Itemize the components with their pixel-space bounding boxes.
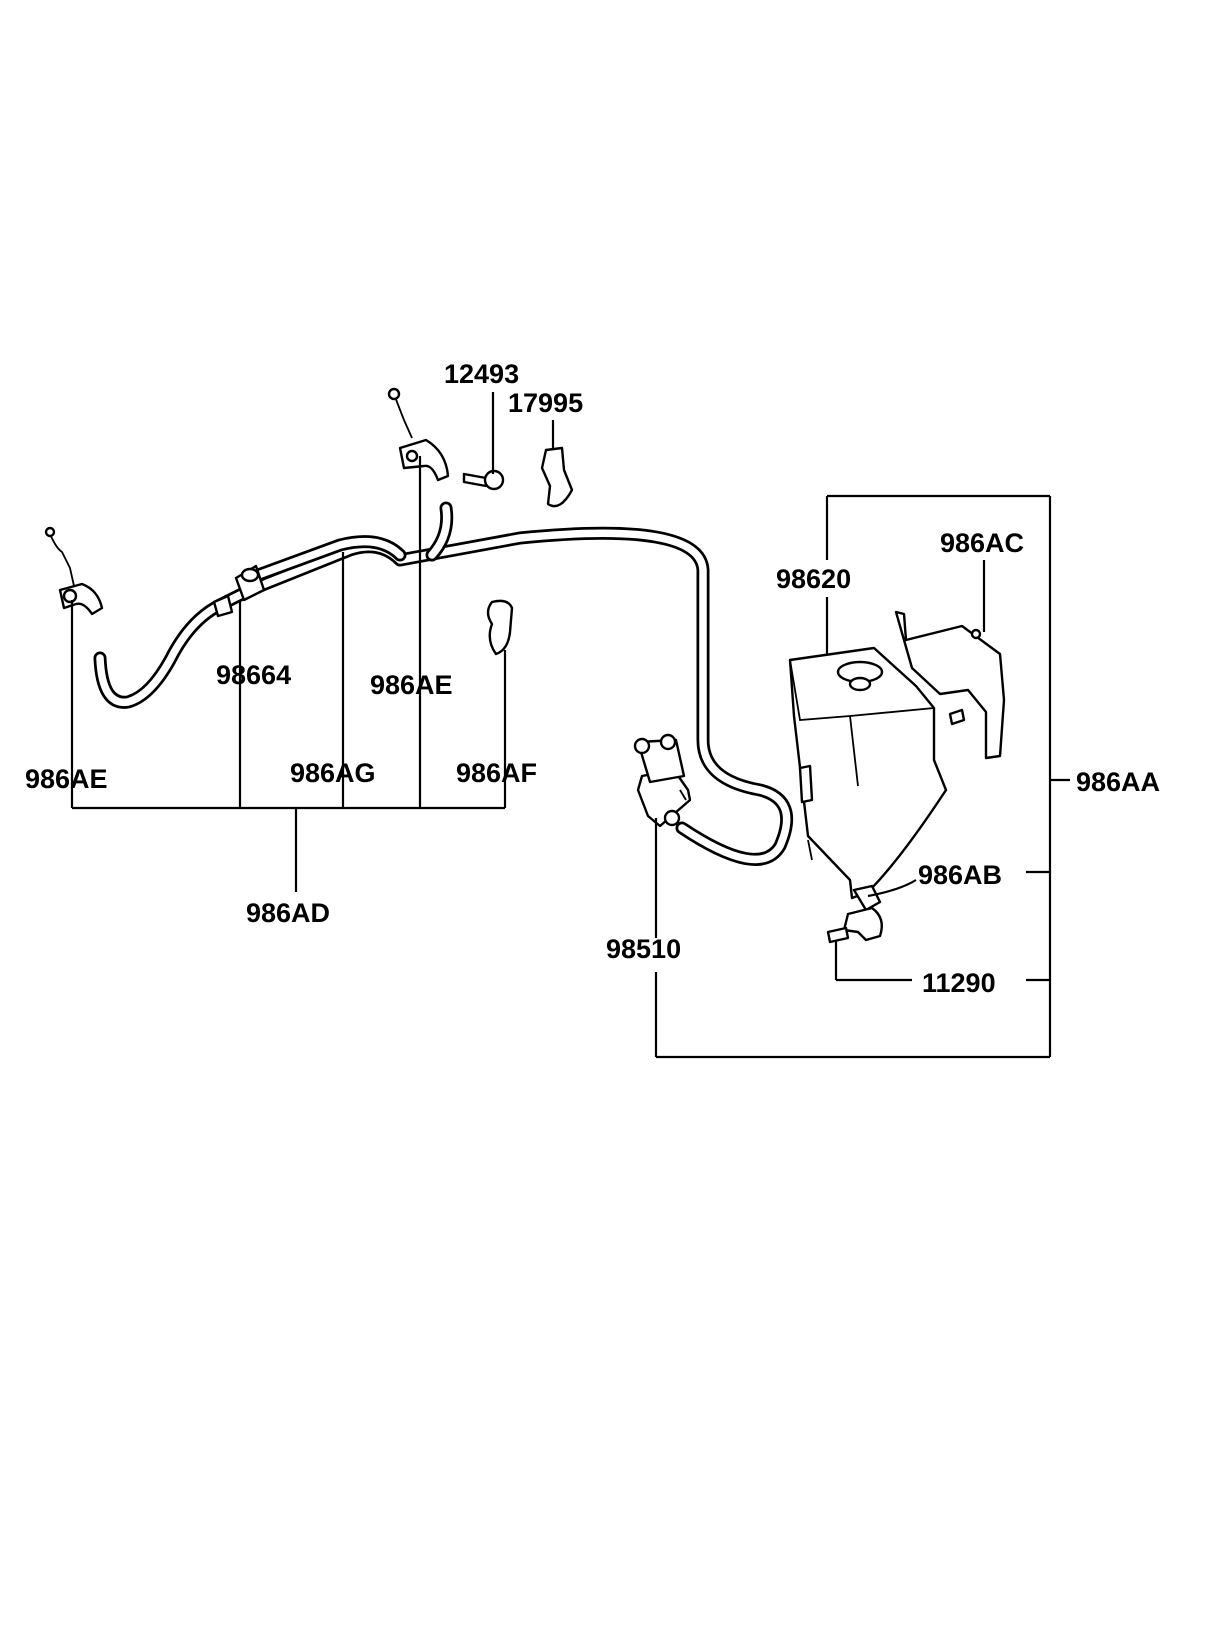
washer-reservoir-98620 [788, 646, 948, 900]
hose-joint-98664 [212, 564, 266, 618]
clip-17995 [540, 446, 574, 508]
label-17995: 17995 [508, 388, 583, 418]
screw-11290 [826, 906, 883, 944]
clip-986AF [486, 599, 514, 656]
label-986AG: 986AG [290, 758, 376, 788]
washer-nozzle-upper [387, 387, 450, 482]
screw-12493 [462, 469, 505, 491]
label-986AC: 986AC [940, 528, 1024, 558]
label-98510: 98510 [606, 934, 681, 964]
washer-nozzle-left [44, 526, 104, 616]
leader-lines [70, 392, 1070, 1059]
label-98620: 98620 [776, 564, 851, 594]
label-98664: 98664 [216, 660, 291, 690]
label-986AD: 986AD [246, 898, 330, 928]
washer-hose-assembly [93, 501, 794, 866]
label-11290: 11290 [922, 968, 996, 998]
label-12493: 12493 [444, 359, 519, 389]
label-986AA: 986AA [1076, 767, 1160, 797]
tank-bracket-986AC [894, 610, 1006, 760]
label-986AF: 986AF [456, 758, 537, 788]
label-986AE-upper: 986AE [370, 670, 453, 700]
washer-pump-98510 [633, 733, 692, 828]
label-986AB: 986AB [918, 860, 1002, 890]
grommet-986AB [852, 884, 882, 912]
label-986AE-left: 986AE [25, 764, 108, 794]
